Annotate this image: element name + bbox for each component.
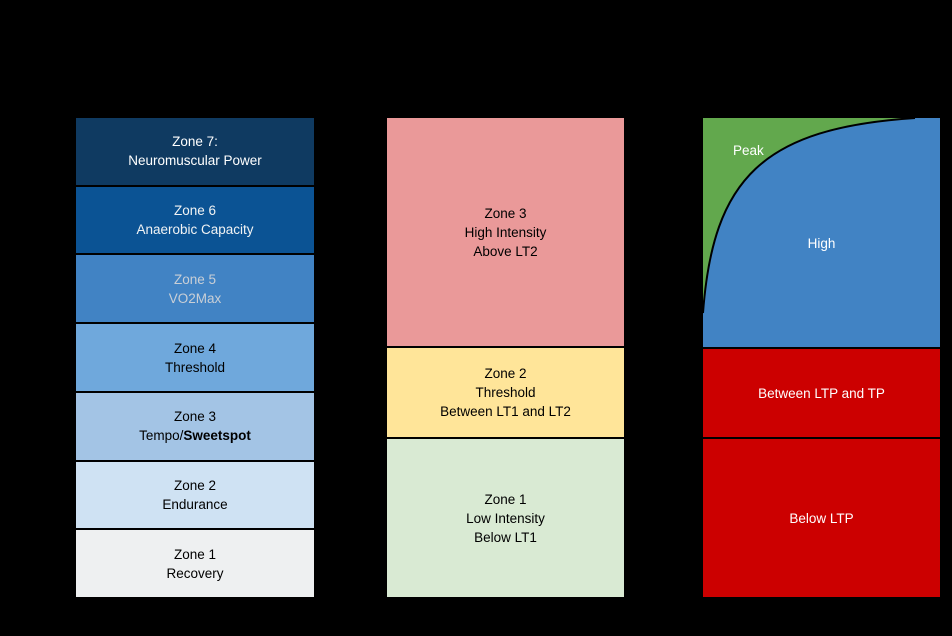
three-zone-3-line1: Zone 3 — [484, 205, 527, 221]
three-zone-1-label: Zone 1 Low Intensity Below LT1 — [466, 490, 545, 547]
zone-1-line2: Recovery — [166, 565, 224, 581]
three-zone-model-column: Zone 3 High Intensity Above LT2 Zone 2 T… — [387, 118, 624, 597]
zone-6-line1: Zone 6 — [173, 203, 216, 219]
peak-high-curve-area: Peak High — [703, 118, 940, 347]
zone-3-row: Zone 3 Tempo/Sweetspot — [76, 392, 314, 462]
three-zone-2-label: Zone 2 Threshold Between LT1 and LT2 — [440, 364, 571, 421]
three-zone-1-line2: Low Intensity — [466, 510, 545, 526]
below-ltp-segment: Below LTP — [703, 437, 940, 597]
zone-7-row: Zone 7: Neuromuscular Power — [76, 118, 314, 187]
zone-5-label: Zone 5 VO2Max — [169, 270, 222, 308]
zone-2-label: Zone 2 Endurance — [162, 476, 227, 514]
zone-2-row: Zone 2 Endurance — [76, 461, 314, 531]
zone-4-line2: Threshold — [164, 359, 226, 375]
three-zone-1-segment: Zone 1 Low Intensity Below LT1 — [387, 437, 624, 597]
zone-4-row: Zone 4 Threshold — [76, 324, 314, 393]
three-zone-1-line3: Below LT1 — [474, 529, 537, 545]
power-curve-graphic — [703, 118, 940, 347]
zone-3-label: Zone 3 Tempo/Sweetspot — [139, 407, 251, 445]
zone-5-line1: Zone 5 — [173, 271, 217, 287]
below-ltp-label: Below LTP — [789, 510, 854, 526]
zone-3-line2-prefix: Tempo/ — [139, 428, 184, 444]
three-zone-2-line2: Threshold — [475, 385, 536, 400]
three-zone-3-segment: Zone 3 High Intensity Above LT2 — [387, 118, 624, 346]
three-zone-2-segment: Zone 2 Threshold Between LT1 and LT2 — [387, 346, 624, 437]
seven-zone-model-column: Zone 7: Neuromuscular Power Zone 6 Anaer… — [76, 118, 314, 598]
zone-2-line1: Zone 2 — [173, 477, 217, 493]
zone-4-label: Zone 4 Threshold — [165, 339, 225, 377]
zone-3-line2-bold: Sweetspot — [183, 428, 251, 444]
zone-7-label: Zone 7: Neuromuscular Power — [128, 132, 262, 170]
zone-5-line2: VO2Max — [168, 290, 222, 306]
three-zone-3-line3: Above LT2 — [473, 243, 538, 259]
three-zone-2-line1: Zone 2 — [484, 366, 527, 381]
zone-6-label: Zone 6 Anaerobic Capacity — [136, 201, 253, 239]
zone-2-line2: Endurance — [162, 496, 228, 512]
zone-6-line2: Anaerobic Capacity — [136, 222, 254, 238]
zone-7-line2: Neuromuscular Power — [128, 153, 262, 169]
three-zone-3-line2: High Intensity — [464, 224, 547, 240]
between-ltp-tp-label: Between LTP and TP — [758, 385, 885, 401]
power-duration-curve — [703, 118, 916, 314]
high-region — [703, 118, 940, 347]
three-zone-1-line1: Zone 1 — [484, 491, 527, 507]
zone-3-line1: Zone 3 — [173, 409, 216, 425]
zone-6-row: Zone 6 Anaerobic Capacity — [76, 186, 314, 256]
high-label: High — [807, 236, 836, 251]
zone-1-line1: Zone 1 — [173, 546, 217, 562]
three-zone-3-label: Zone 3 High Intensity Above LT2 — [465, 204, 547, 261]
zone-4-line1: Zone 4 — [173, 340, 216, 356]
three-zone-2-line3: Between LT1 and LT2 — [440, 404, 571, 419]
zone-7-line1: Zone 7: — [172, 134, 218, 150]
between-ltp-tp-segment: Between LTP and TP — [703, 347, 940, 437]
peak-label: Peak — [733, 143, 764, 158]
zone-1-label: Zone 1 Recovery — [166, 545, 223, 583]
zone-5-row: Zone 5 VO2Max — [76, 255, 314, 325]
zone-1-row: Zone 1 Recovery — [76, 530, 314, 598]
power-model-column: Peak High Between LTP and TP Below LTP — [703, 118, 940, 597]
